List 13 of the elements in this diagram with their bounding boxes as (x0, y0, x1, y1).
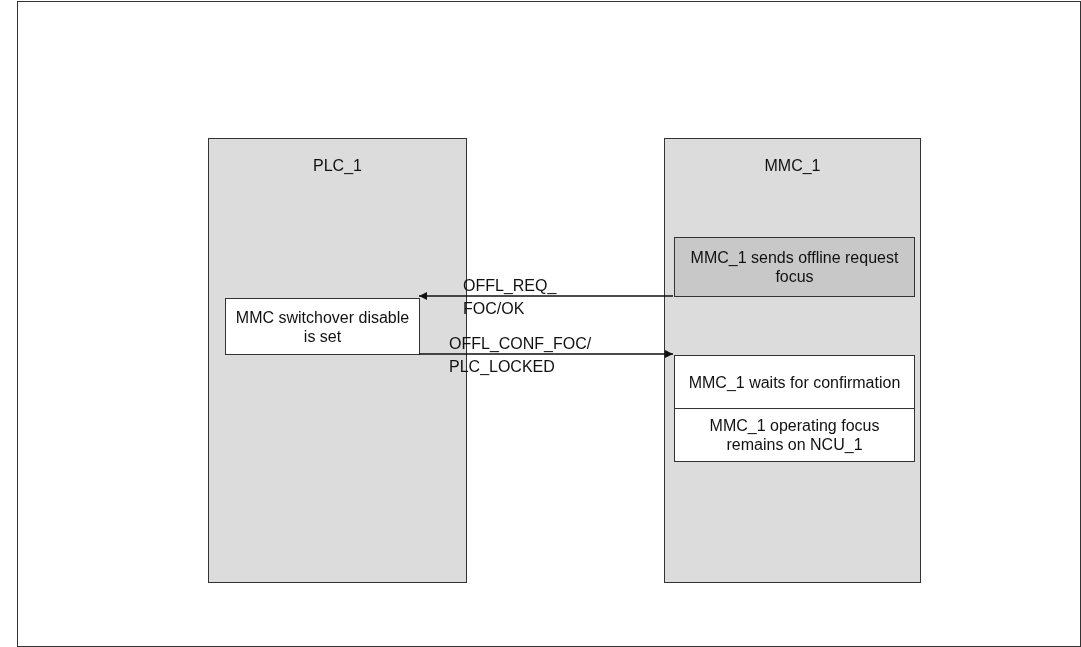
step-box (674, 355, 915, 409)
step-box (225, 298, 420, 355)
step-text: MMC switchover disable is set (234, 307, 411, 346)
column-title: PLC_1 (312, 157, 363, 175)
step-text: MMC_1 waits for confirmation (687, 372, 902, 392)
step-text: MMC_1 operating focus remains on NCU_1 (708, 416, 881, 454)
column-title: MMC_1 (763, 157, 822, 175)
column-panel (664, 138, 921, 583)
step-box (674, 237, 915, 297)
arrow (418, 350, 674, 358)
arrow (418, 292, 674, 300)
step-box (674, 408, 915, 462)
step-text: MMC_1 sends offline request focus (689, 248, 900, 286)
